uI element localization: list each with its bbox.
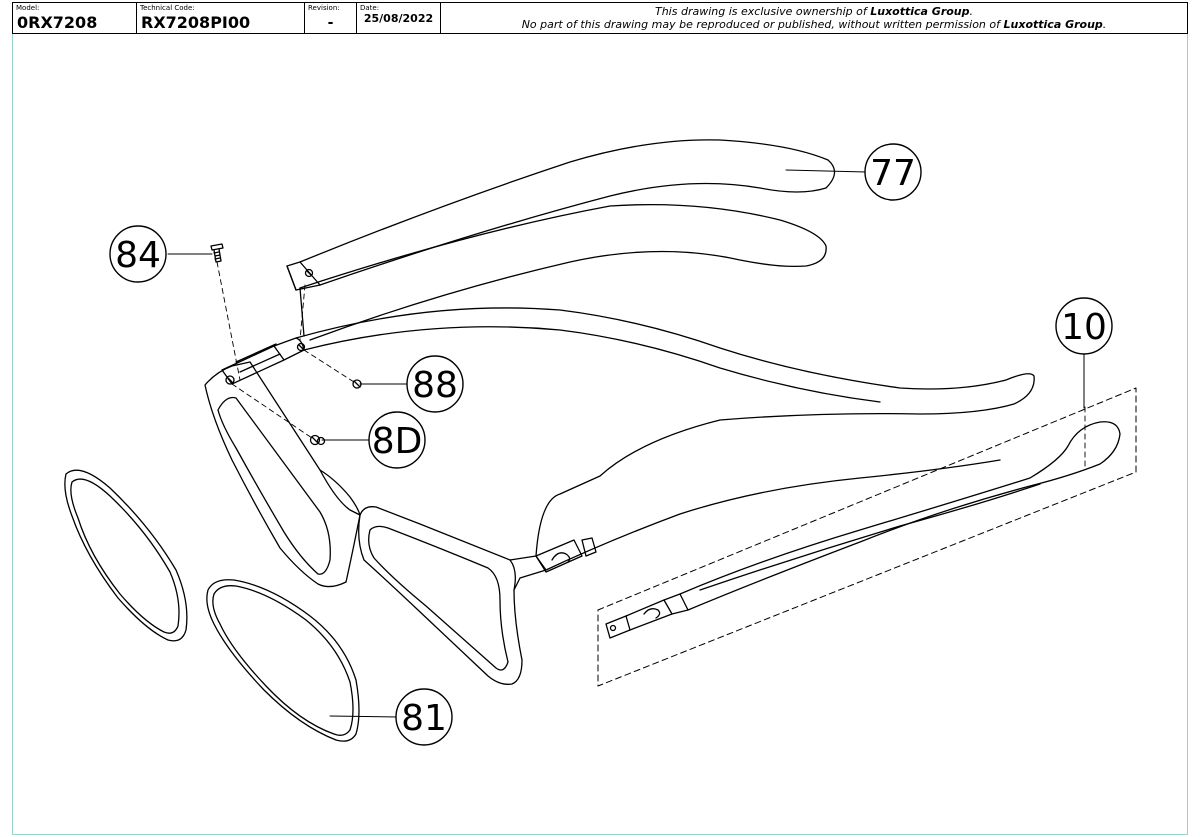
- technical-code-label: Technical Code:: [140, 4, 195, 12]
- screw-8d: [309, 434, 326, 446]
- callout-84: 84: [109, 225, 167, 283]
- temple-10-dashed-box: [597, 387, 1137, 687]
- demo-lens-right: [206, 579, 360, 742]
- assembly-axes: [216, 261, 1086, 471]
- owner-name: Luxottica Group: [870, 5, 970, 18]
- callout-84-label: 84: [115, 235, 161, 276]
- temple-77: [286, 139, 836, 341]
- model-value: 0RX7208: [17, 13, 98, 32]
- callout-81-label: 81: [401, 698, 447, 739]
- callout-8d-label: 8D: [372, 421, 423, 462]
- date-value: 25/08/2022: [363, 12, 434, 25]
- callout-8d: 8D: [368, 411, 426, 469]
- revision-value: -: [327, 15, 334, 31]
- notice-line-2: No part of this drawing may be reproduce…: [521, 18, 1107, 31]
- owner-name: Luxottica Group: [1003, 18, 1103, 31]
- callout-10-label: 10: [1061, 307, 1107, 348]
- frame-front: [204, 307, 1035, 685]
- temple-10: [605, 421, 1121, 639]
- demo-lens-left: [64, 469, 188, 642]
- notice-line-1: This drawing is exclusive ownership of L…: [654, 5, 974, 18]
- callout-leaders: [167, 169, 1085, 718]
- callout-77-label: 77: [870, 153, 916, 194]
- callout-77: 77: [864, 143, 922, 201]
- callout-88-label: 88: [412, 365, 458, 406]
- revision-label: Revision:: [308, 4, 340, 12]
- callout-81: 81: [395, 688, 453, 746]
- model-label: Model:: [16, 4, 40, 12]
- date-cell: Date: 25/08/2022: [357, 3, 441, 33]
- revision-cell: Revision: -: [305, 3, 357, 33]
- callout-88: 88: [406, 355, 464, 413]
- title-block: Model: 0RX7208 Technical Code: RX7208PI0…: [12, 2, 1188, 34]
- technical-code-value: RX7208PI00: [141, 13, 251, 32]
- ownership-notice: This drawing is exclusive ownership of L…: [441, 3, 1187, 33]
- technical-code-cell: Technical Code: RX7208PI00: [137, 3, 305, 33]
- callout-10: 10: [1055, 297, 1113, 355]
- date-label: Date:: [360, 4, 380, 12]
- model-cell: Model: 0RX7208: [13, 3, 137, 33]
- screw-84: [210, 243, 224, 263]
